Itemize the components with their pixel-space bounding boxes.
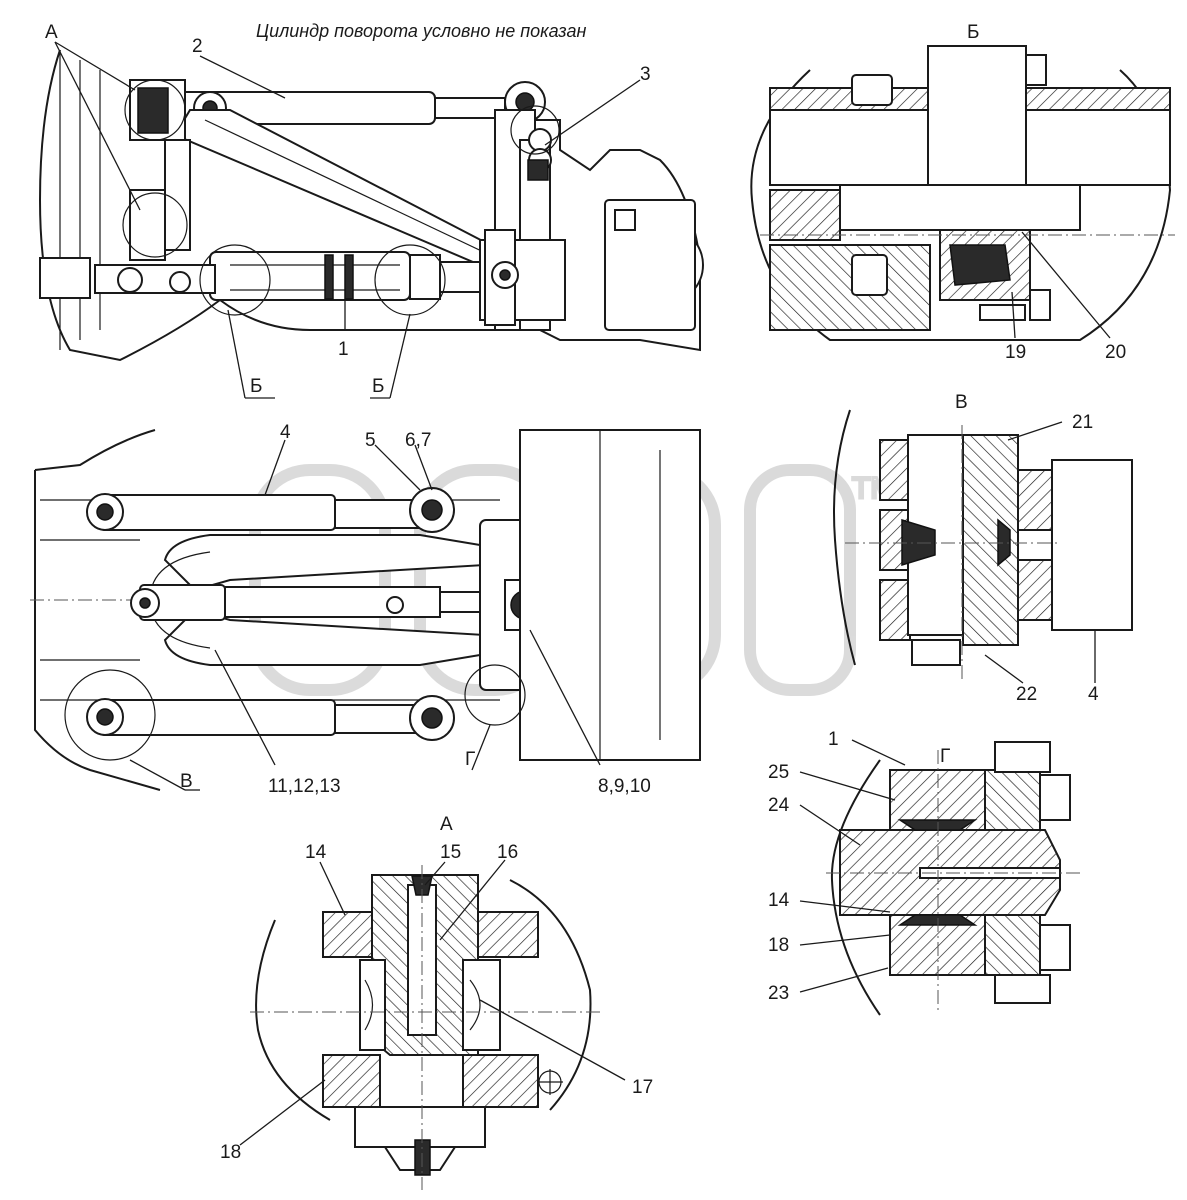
callout-3: 3 — [640, 64, 651, 85]
view-a-title: А — [440, 814, 453, 835]
callout-23: 23 — [768, 983, 789, 1004]
callout-B-left: Б — [250, 376, 262, 397]
callout-1-g: 1 — [828, 729, 839, 750]
plan-view — [30, 429, 701, 791]
callout-18-a: 18 — [220, 1142, 241, 1163]
callout-15: 15 — [440, 842, 461, 863]
view-g-title: Г — [940, 746, 950, 767]
callout-5: 5 — [365, 430, 376, 451]
view-a — [250, 865, 600, 1190]
callout-22: 22 — [1016, 684, 1037, 705]
callout-1-top: 1 — [338, 339, 349, 360]
view-g — [826, 741, 1080, 1016]
view-v — [833, 409, 1133, 680]
callout-14-a: 14 — [305, 842, 327, 863]
callout-6-7: 6,7 — [405, 430, 431, 451]
side-view — [38, 49, 704, 362]
callout-A: А — [45, 22, 58, 43]
drawing-note: Цилиндр поворота условно не показан — [256, 21, 586, 41]
callout-25: 25 — [768, 762, 789, 783]
callout-V-plan: В — [180, 771, 193, 792]
callout-17: 17 — [632, 1077, 653, 1098]
callout-4-v: 4 — [1088, 684, 1099, 705]
callout-11-12-13: 11,12,13 — [268, 776, 341, 797]
callout-2: 2 — [192, 36, 203, 57]
callout-24: 24 — [768, 795, 790, 816]
callout-8-9-10: 8,9,10 — [598, 776, 651, 797]
callout-20: 20 — [1105, 342, 1126, 363]
view-v-title: В — [955, 392, 968, 413]
callout-B-right: Б — [372, 376, 384, 397]
callout-16: 16 — [497, 842, 518, 863]
callout-G-plan: Г — [465, 749, 475, 770]
callout-4-plan: 4 — [280, 422, 291, 443]
view-b — [750, 45, 1175, 341]
callout-21: 21 — [1072, 412, 1093, 433]
side-view-leaders — [54, 41, 641, 399]
callout-14-g: 14 — [768, 890, 790, 911]
view-b-title: Б — [967, 22, 979, 43]
callout-19: 19 — [1005, 342, 1026, 363]
callout-18-g: 18 — [768, 935, 789, 956]
